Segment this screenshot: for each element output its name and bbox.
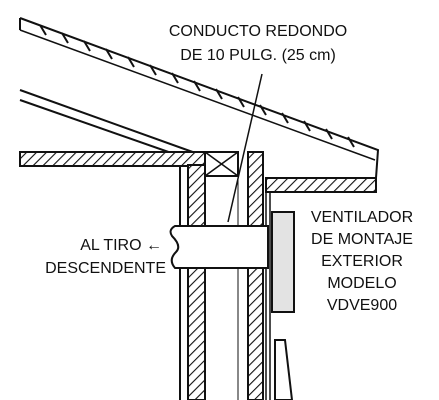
duct-label-line1: CONDUCTO REDONDO [169,23,347,40]
roof-shingles [39,24,355,148]
fan-label-line2: DE MONTAJE [311,231,413,248]
fan-label-line3: EXTERIOR [321,253,403,270]
siding [265,192,271,400]
fan-label-line1: VENTILADOR [311,209,413,226]
round-duct [169,225,269,269]
downdraft-label-line1: AL TIRO ← [80,237,162,254]
fan-label-line4: MODELO [327,275,396,292]
downdraft-label-line2: DESCENDENTE [45,260,166,277]
fan-label-line5: VDVE900 [327,297,397,314]
wall-trim [274,339,294,400]
insulation-block [204,151,239,177]
duct-label-line2: DE 10 PULG. (25 cm) [180,47,336,64]
exterior-fan-housing [271,211,295,313]
soffit [265,177,377,193]
ceiling-joist [19,151,206,167]
exterior-wall [179,151,264,400]
duct-leader-line [227,73,263,223]
